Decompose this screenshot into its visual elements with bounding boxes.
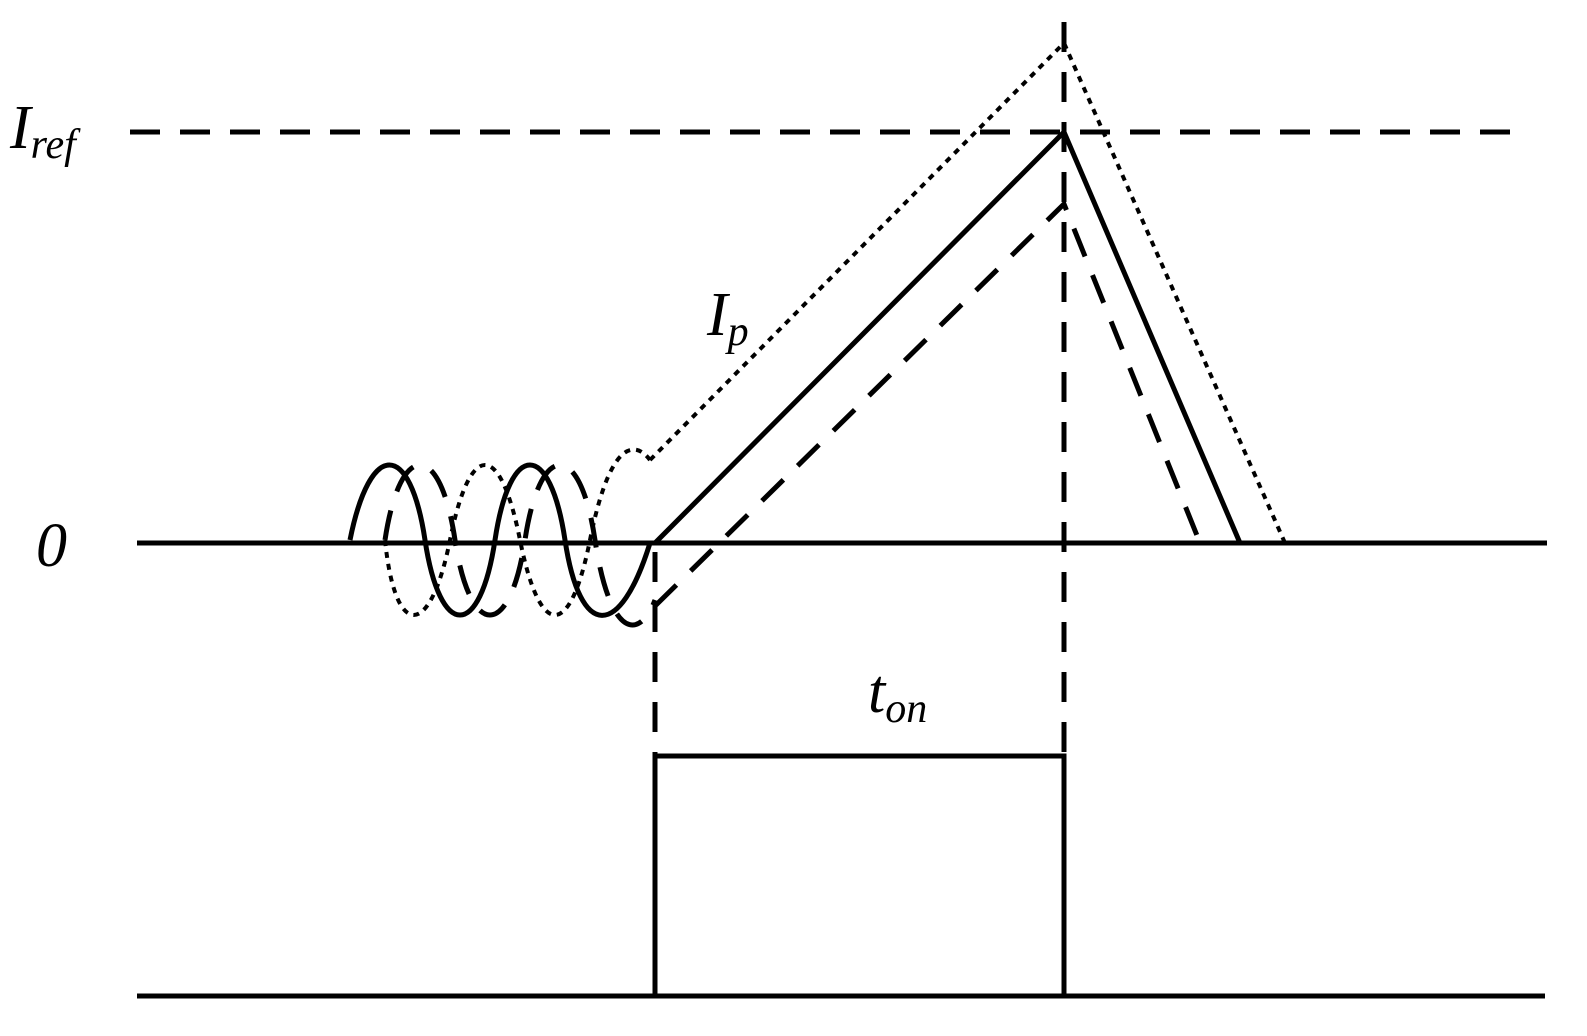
iref-label-sub: ref [31,122,81,168]
primary-current-dashed [653,199,1203,608]
ringing-dashed-wave [382,462,658,628]
primary-current-solid [653,127,1243,545]
ton-label-sub: on [885,686,927,732]
iref-label-main: I [9,94,34,162]
ip-label-main: I [706,281,731,349]
ip-label-sub: p [725,309,749,355]
gate-pulse [652,753,1067,996]
iref-label: Iref [9,94,81,168]
zero-label: 0 [36,512,67,580]
ton-label: ton [868,658,927,732]
primary-current-dotted [648,39,1287,544]
ip-label: Ip [706,281,749,355]
ton-label-main: t [868,658,887,726]
ringing-dotted-wave [383,447,652,617]
